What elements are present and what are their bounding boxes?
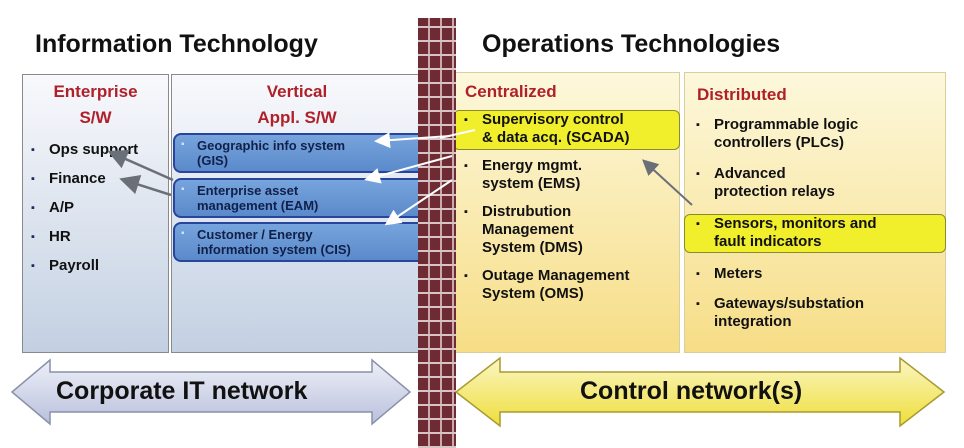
arrow-wall-to-eam: [364, 155, 453, 184]
gis-line2: (GIS): [197, 153, 229, 168]
list-item: HR: [23, 228, 168, 246]
list-item-scada: Supervisory control& data acq. (SCADA): [456, 111, 680, 147]
cis-line1: Customer / Energy: [197, 227, 313, 242]
enterprise-panel: Enterprise S/W Ops support Finance A/P H…: [22, 74, 169, 353]
list-item: Finance: [23, 170, 168, 188]
distributed-heading: Distributed: [697, 85, 787, 104]
eam-box: Enterprise asset management (EAM): [173, 178, 423, 218]
list-item-meters: Meters: [688, 265, 946, 283]
eam-line1: Enterprise asset: [197, 183, 299, 198]
vertical-heading: Vertical: [266, 82, 328, 101]
gis-line1: Geographic info system: [197, 138, 346, 153]
it-title: Information Technology: [35, 30, 318, 58]
arrow-wall-to-gis: [374, 132, 451, 149]
corporate-network-label: Corporate IT network: [56, 377, 308, 405]
vertical-heading-sw: Appl. S/W: [257, 108, 337, 127]
centralized-heading: Centralized: [465, 82, 557, 101]
list-item-ems: Energy mgmt.system (EMS): [456, 157, 680, 193]
arrow-eam-to-ops: [107, 149, 174, 182]
list-item: A/P: [23, 199, 168, 217]
ot-title: Operations Technologies: [482, 30, 781, 58]
centralized-list: Supervisory control& data acq. (SCADA) E…: [456, 111, 680, 303]
enterprise-heading: Enterprise: [53, 82, 138, 101]
enterprise-heading-sw: S/W: [79, 108, 112, 127]
firewall-brick-wall: [418, 18, 456, 448]
arrow-eam-to-finance: [119, 175, 172, 197]
arrow-wall-to-cis: [384, 179, 453, 226]
list-item: Payroll: [23, 257, 168, 275]
control-network-label: Control network(s): [580, 377, 803, 405]
corporate-network-arrow: [10, 358, 412, 426]
control-network-arrow: [454, 356, 946, 428]
arrow-sensors-to-scada: [642, 159, 693, 206]
eam-line2: management (EAM): [197, 198, 319, 213]
cis-line2: information system (CIS): [197, 242, 351, 257]
cis-box: Customer / Energy information system (CI…: [173, 222, 423, 262]
arrow-wall-to-scada: [439, 129, 476, 139]
